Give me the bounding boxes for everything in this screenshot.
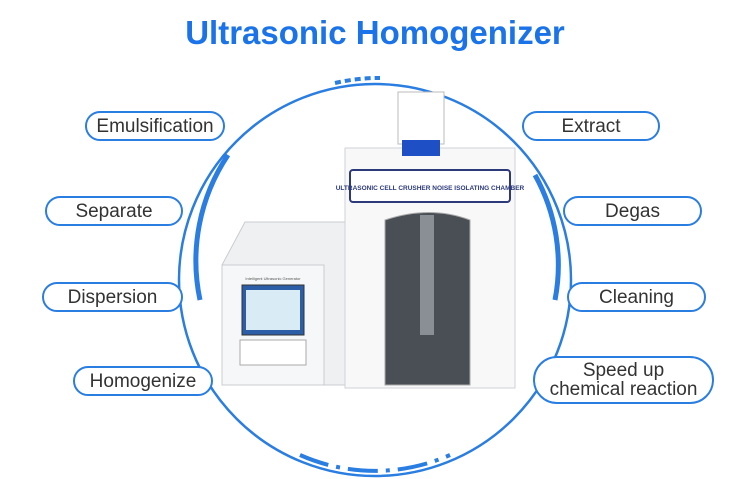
ring-arc-top [334,75,381,85]
generator-unit: Intelligent Ultrasonic Generator [221,221,346,386]
label-cleaning: Cleaning [567,282,706,312]
label-speed-up-reaction: Speed up chemical reaction [533,356,714,404]
label-degas: Degas [563,196,702,226]
ring-arc-right [532,173,561,301]
chamber-label: ULTRASONIC CELL CRUSHER NOISE ISOLATING … [336,185,525,192]
ring-arc-bottom [299,453,451,473]
label-emulsification: Emulsification [85,111,225,141]
ring-arc-left [193,153,231,301]
speed-line2: chemical reaction [549,379,698,400]
label-separate: Separate [45,196,183,226]
page-title: Ultrasonic Homogenizer [185,14,565,51]
label-dispersion: Dispersion [42,282,183,312]
label-homogenize: Homogenize [73,366,213,396]
outer-ring [177,82,573,478]
label-extract: Extract [522,111,660,141]
generator-label: Intelligent Ultrasonic Generator [245,276,301,281]
isolation-chamber: ULTRASONIC CELL CRUSHER NOISE ISOLATING … [336,91,525,389]
speed-line1: Speed up [582,360,665,381]
